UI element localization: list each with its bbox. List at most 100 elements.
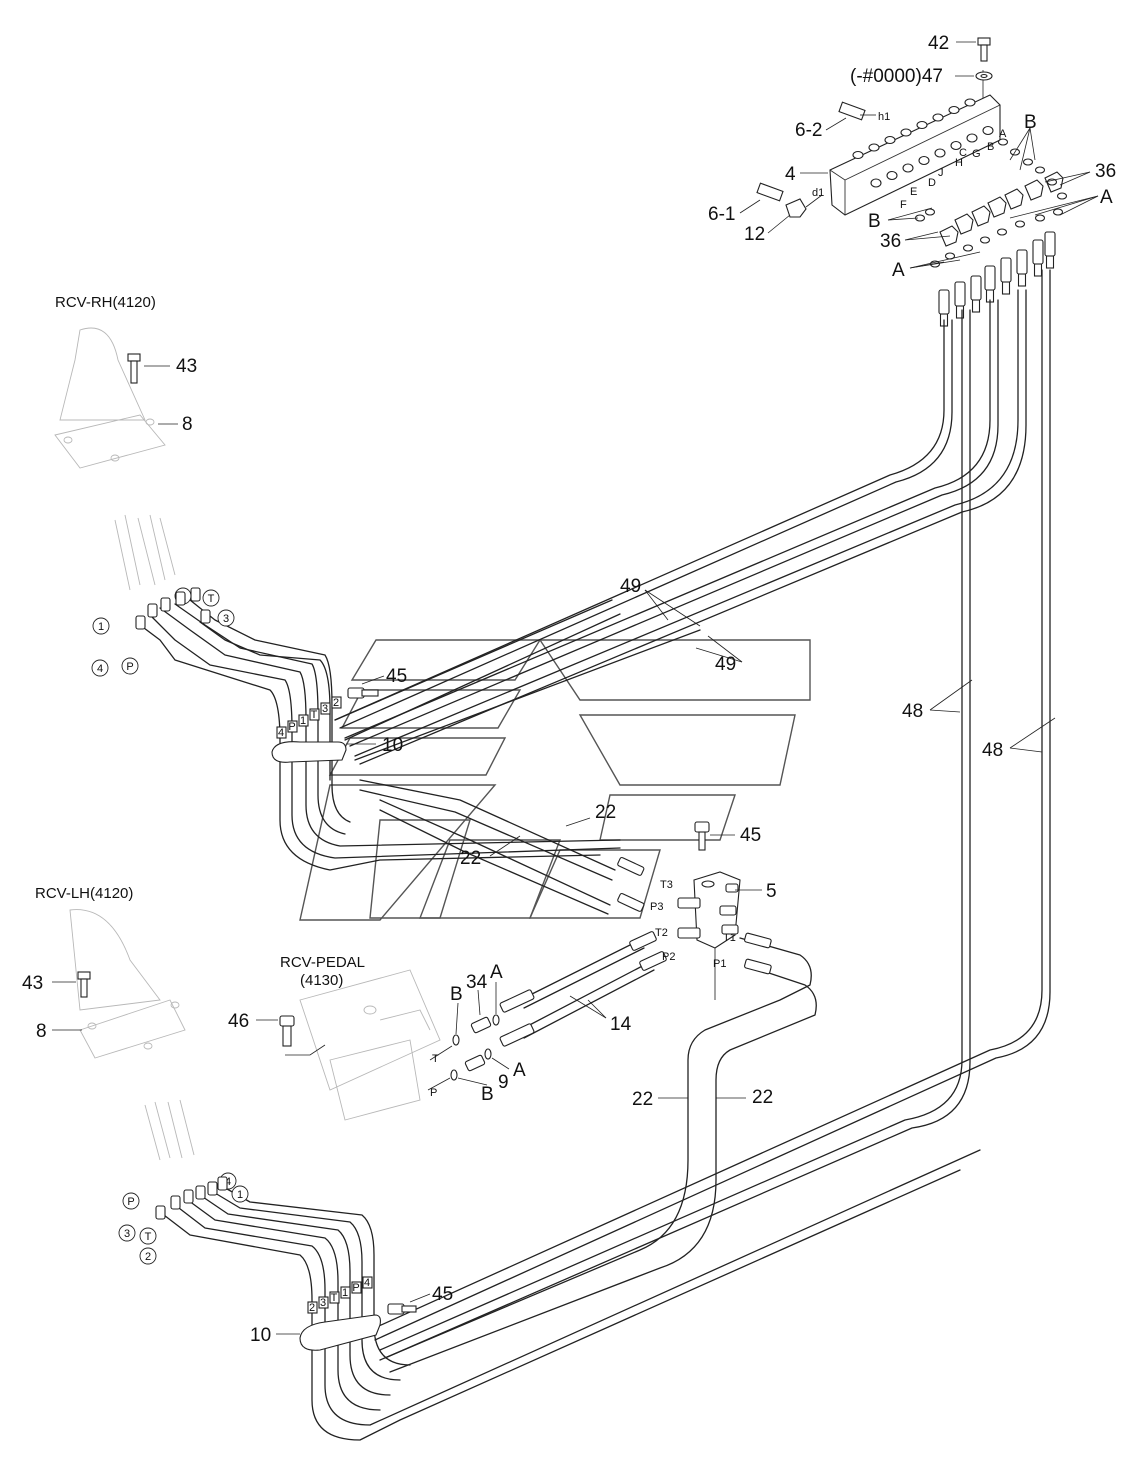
port-circle [217, 609, 235, 627]
callout-A-right: A [1100, 187, 1113, 208]
port-circle [139, 1227, 157, 1245]
callout-B-top: B [1024, 112, 1037, 133]
port-circle-label: P [127, 1196, 134, 1208]
pipe-fitting [147, 603, 158, 618]
port-hole [982, 125, 994, 136]
hose-end-sleeve [1033, 263, 1043, 277]
hose-end [954, 281, 966, 307]
o-ring [996, 228, 1008, 236]
callout-A-left: A [892, 260, 905, 281]
pipe-fitting [160, 597, 171, 612]
port-B: B [987, 141, 994, 153]
pipe-tag-label: 3 [320, 1297, 326, 1309]
callout-45-c: 45 [432, 1284, 453, 1305]
port-circle-label: 3 [124, 1228, 130, 1240]
hose-end-fittings [938, 231, 1056, 327]
pipe-48-bundle [334, 269, 1056, 1359]
port-H: H [955, 157, 963, 169]
pipe-tag [298, 714, 309, 727]
o-ring [979, 236, 991, 244]
elbow-fitting [971, 205, 991, 227]
elbow-fitting [1004, 188, 1024, 210]
hose-end-sleeve [955, 305, 965, 319]
pipe-tag-label: P [288, 721, 295, 733]
hose-end [1016, 249, 1028, 275]
port-labels: h1 d1 A B C D E F G H J T3 P3 T2 P2 T1 P… [430, 111, 1007, 1099]
port-circle [202, 589, 220, 607]
callout-43-bottom: 43 [22, 973, 43, 994]
bolt-42 [956, 37, 991, 62]
fitting-9 [464, 1054, 486, 1072]
callout-5: 5 [766, 881, 777, 902]
pipe-tag [276, 726, 287, 739]
callout-22-d: 22 [752, 1087, 773, 1108]
hose-end [1044, 231, 1056, 257]
hose-end [1032, 239, 1044, 265]
pipe-fitting [217, 1176, 228, 1191]
o-ring [1034, 166, 1046, 174]
hose-end-sleeve [971, 299, 981, 313]
o-ring [1034, 214, 1046, 222]
washer-47 [955, 71, 993, 81]
port-P3: P3 [650, 901, 663, 913]
port-circle-label: 1 [237, 1189, 243, 1201]
fitting-6-1 [739, 182, 784, 214]
title-rcv-pedal: RCV-PEDAL [280, 954, 365, 971]
port-hole [964, 98, 976, 107]
callout-A-34: A [490, 962, 503, 983]
hose-end [970, 275, 982, 301]
titles: RCV-RH(4120) RCV-LH(4120) RCV-PEDAL (413… [35, 294, 365, 989]
manifold-leaders [887, 127, 1099, 269]
pipe-tag-label: T [311, 709, 318, 721]
pipe-tag [362, 1276, 373, 1289]
pipe-tag [307, 1301, 318, 1314]
bolt-46 [256, 1015, 295, 1047]
port-C: C [959, 147, 967, 159]
port-T1: T1 [723, 932, 736, 944]
pipe-tag [329, 1291, 340, 1304]
port-T3: T3 [660, 879, 673, 891]
hose-ends-5 [617, 856, 772, 975]
port-G: G [972, 148, 981, 160]
port-hole [950, 140, 962, 151]
rcv-lh-pipes [159, 1149, 981, 1441]
o-ring [1056, 192, 1068, 200]
title-rcv-rh: RCV-RH(4120) [55, 294, 156, 311]
port-circle [122, 1192, 140, 1210]
port-hole [902, 163, 914, 173]
elbow-fitting [954, 213, 974, 235]
clamp-10-bottom [276, 1314, 381, 1351]
elbow-fitting [987, 196, 1007, 218]
port-hole [916, 120, 928, 130]
title-rcv-lh: RCV-LH(4120) [35, 885, 133, 902]
o-ring [1052, 208, 1064, 216]
port-hole [870, 178, 882, 188]
pipe-tag-label: 1 [342, 1287, 348, 1299]
pipe-tag [320, 702, 331, 715]
port-hole [948, 105, 960, 115]
port-circle-label: 4 [225, 1176, 231, 1188]
orings-rcv-pedal [427, 982, 510, 1091]
port-T2: T2 [655, 927, 668, 939]
bolt-43-top [127, 353, 170, 384]
hose-end [1000, 257, 1012, 283]
pipe-fitting [183, 1189, 194, 1204]
pipe-49 [644, 589, 743, 663]
callout-22-a: 22 [595, 802, 616, 823]
port-hole [932, 113, 944, 122]
callout-45-a: 45 [386, 666, 407, 687]
callout-47: (-#0000)47 [850, 66, 943, 87]
port-hole [886, 170, 898, 181]
bolt-45-top [347, 675, 385, 699]
callout-A-9: A [513, 1060, 526, 1081]
callout-42: 42 [928, 33, 949, 54]
callout-22-c: 22 [632, 1089, 653, 1110]
watermark-logo [299, 639, 811, 921]
callout-34: 34 [466, 972, 488, 993]
bolt-43-bottom [52, 971, 91, 998]
o-ring [1014, 220, 1026, 228]
junction-block-5 [677, 871, 762, 1000]
pipe-tag-label: T [331, 1292, 338, 1304]
